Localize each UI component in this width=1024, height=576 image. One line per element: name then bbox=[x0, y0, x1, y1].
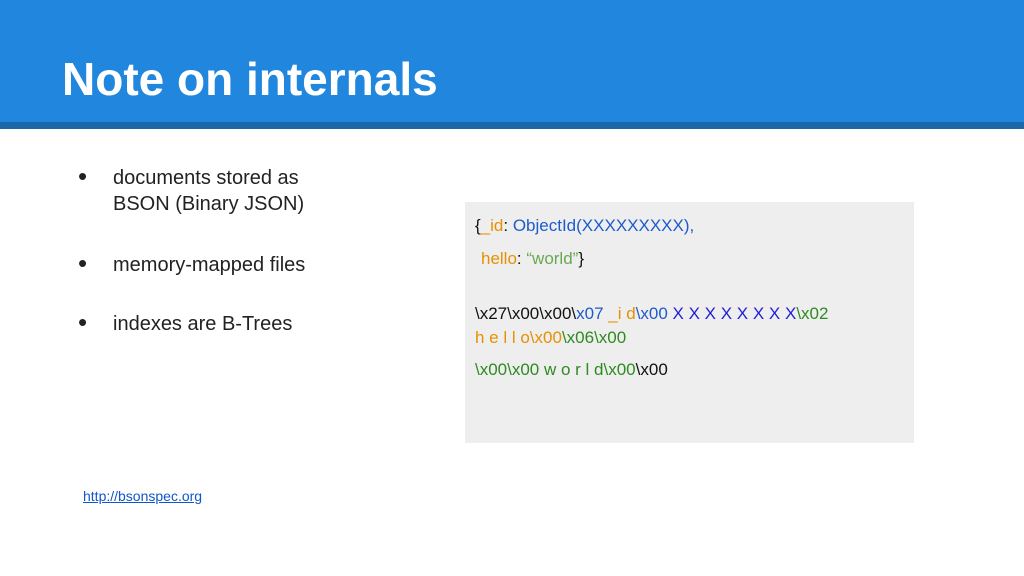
bullet-dot-icon: • bbox=[78, 248, 88, 278]
code-box: {_id: ObjectId(XXXXXXXXX), hello: “world… bbox=[465, 202, 914, 443]
bullet-item: • documents stored as BSON (Binary JSON) bbox=[78, 161, 378, 217]
code-segment: X X X X X X X X bbox=[672, 304, 797, 323]
bsonspec-link[interactable]: http://bsonspec.org bbox=[83, 488, 203, 504]
code-segment: \x02 bbox=[796, 304, 829, 323]
code-segment: { bbox=[475, 216, 481, 235]
code-line-4: h e l l o\x00\x06\x00 bbox=[475, 328, 626, 348]
code-segment: \x06\x00 bbox=[561, 328, 627, 347]
bullet-item: • indexes are B-Trees bbox=[78, 307, 378, 337]
bullet-item: • memory-mapped files bbox=[78, 248, 378, 278]
code-segment: \x00 bbox=[635, 304, 673, 323]
code-segment: : bbox=[503, 216, 513, 235]
code-line-1: {_id: ObjectId(XXXXXXXXX), bbox=[475, 216, 694, 236]
code-line-5: \x00\x00 w o r l d\x00\x00 bbox=[475, 360, 668, 380]
bullet-text-line1: documents stored as bbox=[113, 167, 299, 189]
code-segment: \x00\x00 w o r l d\x00 bbox=[475, 360, 636, 379]
code-segment: h e l l o\x00 bbox=[475, 328, 562, 347]
code-segment: \x27\x00\x00\ bbox=[475, 304, 577, 323]
code-segment: _id bbox=[480, 216, 504, 235]
slide-title: Note on internals bbox=[62, 53, 438, 105]
bullet-dot-icon: • bbox=[78, 307, 88, 337]
code-line-3: \x27\x00\x00\x07 _i d\x00 X X X X X X X … bbox=[475, 304, 828, 324]
code-segment: “world” bbox=[526, 249, 579, 268]
slide-header bbox=[0, 0, 1024, 122]
bullet-text: indexes are B-Trees bbox=[113, 313, 293, 335]
code-segment: ObjectId(XXXXXXXXX), bbox=[512, 216, 695, 235]
header-band bbox=[0, 122, 1024, 129]
bullet-text: memory-mapped files bbox=[113, 254, 306, 276]
code-segment: \x00 bbox=[635, 360, 668, 379]
bullet-dot-icon: • bbox=[78, 161, 88, 191]
code-segment: } bbox=[578, 249, 585, 268]
bullet-list: • documents stored as BSON (Binary JSON)… bbox=[78, 161, 378, 337]
code-line-2: hello: “world”} bbox=[481, 249, 584, 269]
code-segment: hello bbox=[481, 249, 517, 268]
code-segment: x07 bbox=[576, 304, 609, 323]
code-segment: : bbox=[516, 249, 527, 268]
bullet-text-line2: BSON (Binary JSON) bbox=[113, 193, 305, 215]
code-segment: _i d bbox=[608, 304, 636, 323]
